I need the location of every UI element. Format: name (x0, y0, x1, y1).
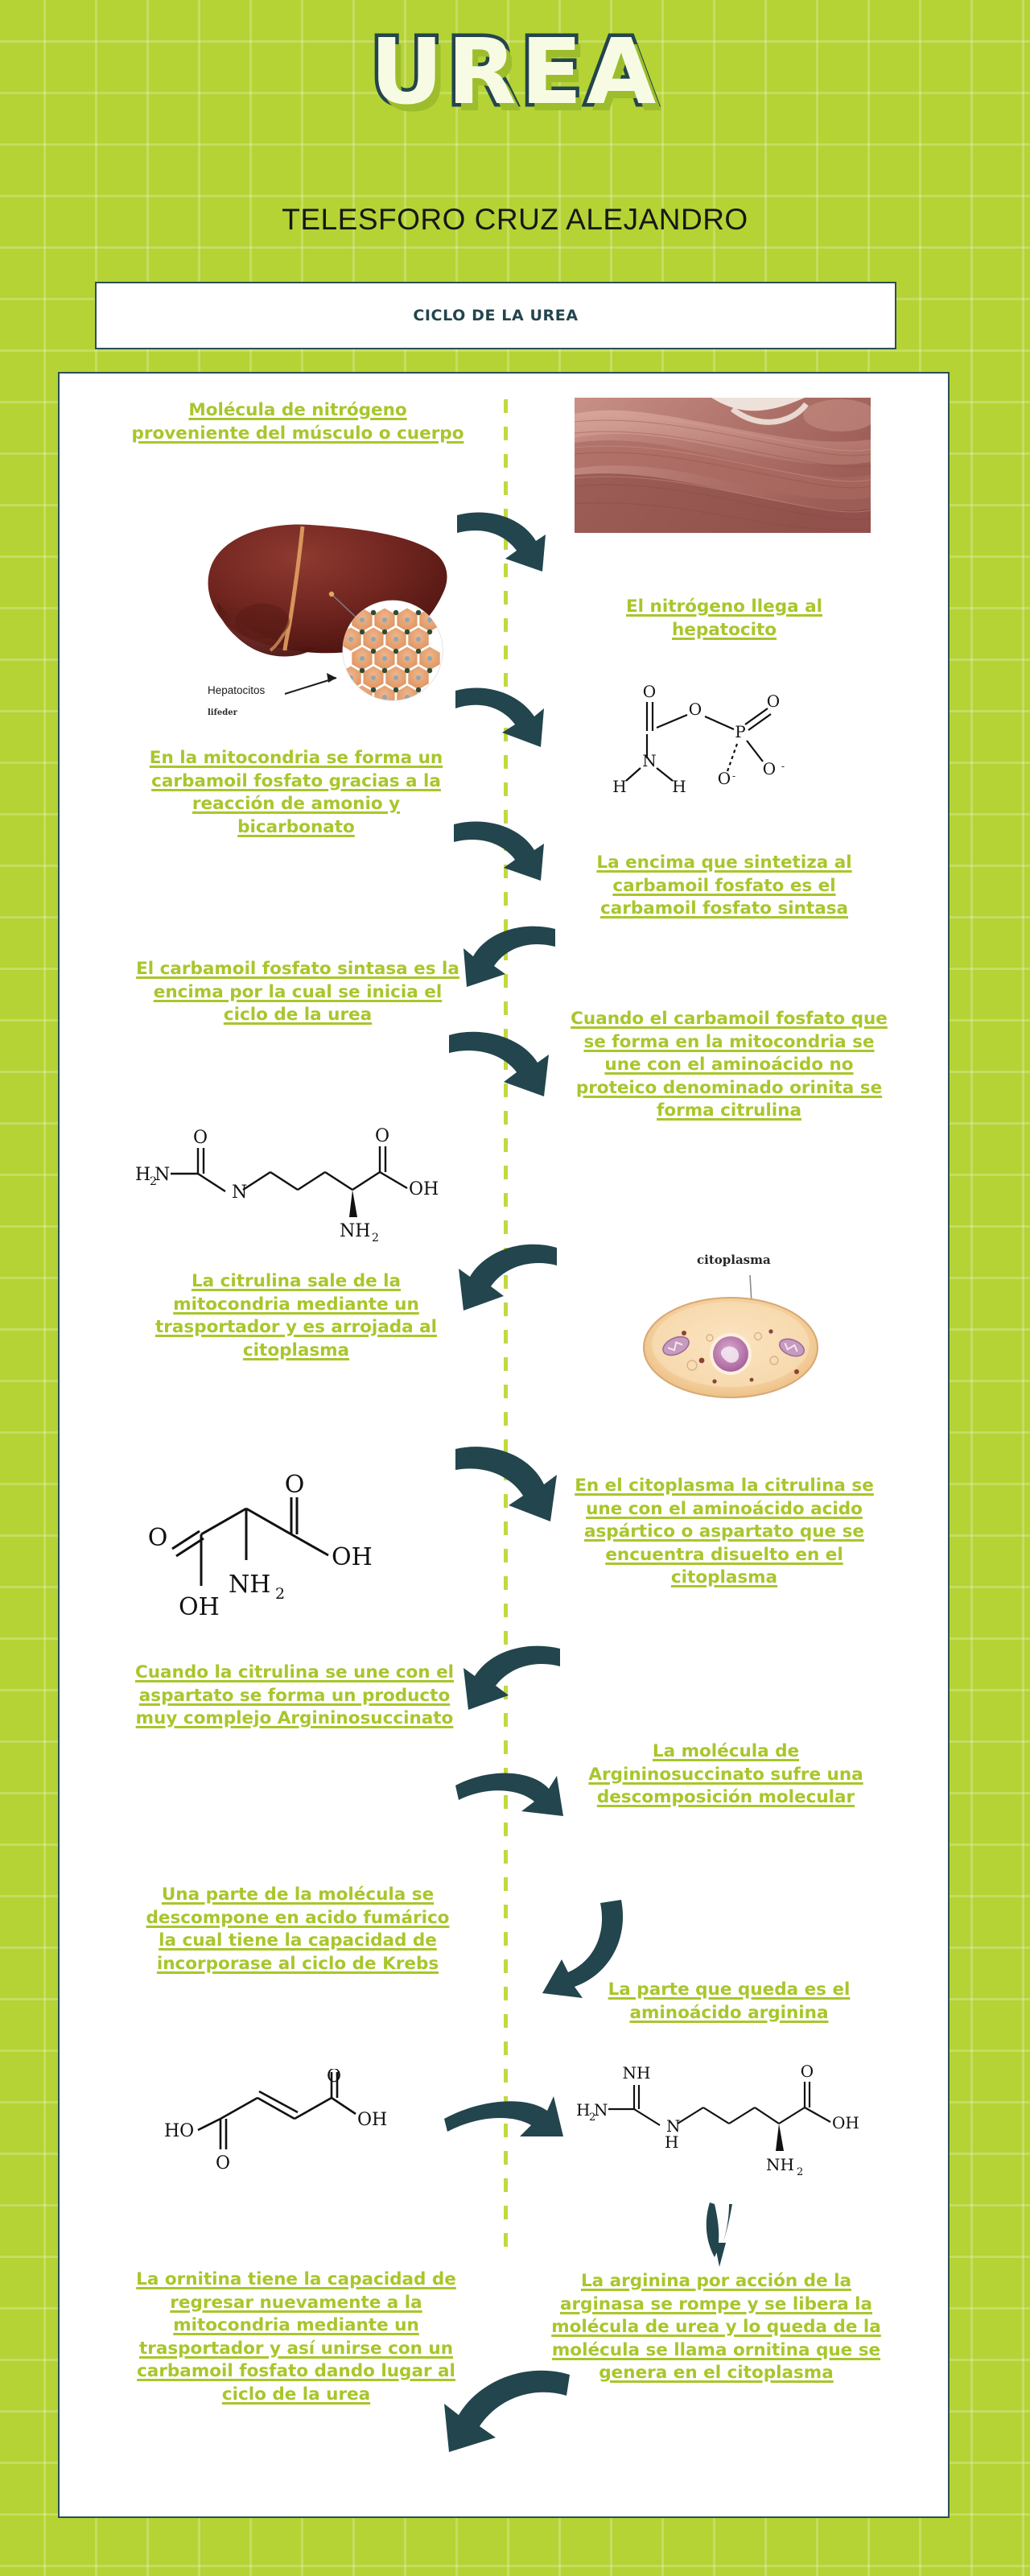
flow-arrow-5 (444, 1024, 562, 1103)
flow-arrow-7 (451, 1441, 570, 1528)
svg-text:O: O (375, 1126, 389, 1146)
svg-text:2: 2 (797, 2166, 803, 2178)
step-text-6: Cuando el carbamoil fosfato que se forma… (571, 1009, 888, 1121)
svg-text:H: H (612, 777, 626, 796)
step-text-5: El carbamoil fosfato sintasa es la encim… (136, 959, 459, 1026)
svg-text:OH: OH (832, 2113, 859, 2132)
center-dashed-divider (504, 399, 508, 2251)
flow-arrow-13 (435, 2360, 578, 2457)
step-text-8: En el citoplasma la citrulina se une con… (575, 1476, 874, 1588)
svg-text:O: O (767, 691, 780, 711)
page-title: UREA (366, 20, 661, 125)
step-text-4: La encima que sintetiza al carbamoil fos… (596, 852, 852, 919)
svg-text:N: N (594, 2100, 608, 2120)
section-title-box: CICLO DE LA UREA (95, 282, 896, 349)
step-text-9: Cuando la citrulina se une con el aspart… (134, 1662, 455, 1729)
step-text-3: En la mitocondria se forma un carbamoil … (149, 748, 443, 837)
svg-text:H: H (672, 777, 686, 796)
section-title-label: CICLO DE LA UREA (413, 307, 579, 324)
svg-text:O: O (718, 769, 731, 788)
svg-text:2: 2 (275, 1585, 285, 1603)
step-text-11: Una parte de la molécula se descompone e… (146, 1885, 450, 1974)
svg-text:O: O (327, 2069, 341, 2087)
svg-text:P: P (735, 722, 745, 741)
aspartate-structure: O O OH OH NH 2 (113, 1473, 467, 1658)
flow-arrow-1 (452, 506, 562, 583)
flow-arrow-10 (504, 1892, 629, 2004)
citrulline-structure: O O H N OH NH 2 2 N (121, 1121, 467, 1265)
step-text-14: La arginina por acción de la arginasa se… (551, 2271, 881, 2384)
svg-text:O: O (193, 1128, 208, 1148)
svg-text:O: O (689, 700, 702, 719)
liver-hepatocytes-diagram: Hepatocitos lifeder (190, 501, 457, 726)
svg-text:2: 2 (372, 1232, 379, 1245)
fumarate-structure: O O HO OH (145, 2069, 410, 2182)
hepatocitos-label: Hepatocitos (208, 684, 266, 696)
svg-text:N: N (642, 751, 657, 770)
svg-text:O: O (801, 2062, 814, 2081)
citoplasma-label: citoplasma (697, 1253, 771, 1267)
svg-text:H: H (665, 2132, 678, 2152)
step-text-12: La parte que queda es el aminoácido argi… (608, 1979, 851, 2023)
svg-text:N: N (154, 1165, 170, 1185)
flow-arrow-4 (447, 919, 562, 993)
flow-arrow-3 (449, 813, 558, 886)
svg-text:HO: HO (164, 2121, 194, 2141)
svg-text:OH: OH (409, 1179, 439, 1199)
step-text-10: La molécula de Argininosuccinato sufre u… (588, 1741, 863, 1808)
svg-text:NH: NH (340, 1221, 370, 1241)
flow-arrow-9 (451, 1761, 570, 1827)
svg-text:O: O (643, 682, 656, 701)
carbamoyl-phosphate-structure: O O P O O O N H H - - (576, 675, 853, 802)
step-text-2: El nitrógeno llega al hepatocito (626, 597, 822, 640)
svg-text:NH: NH (229, 1571, 270, 1599)
flow-arrow-2 (451, 683, 563, 760)
step-text-7: La citrulina sale de la mitocondria medi… (155, 1271, 437, 1360)
svg-text:O: O (148, 1524, 168, 1552)
svg-text:2: 2 (589, 2112, 595, 2124)
svg-text:NH: NH (766, 2155, 794, 2174)
muscle-tissue-photo (575, 398, 871, 533)
arginine-structure: NH O H N N H OH NH 2 2 (563, 2051, 885, 2196)
step-text-13: La ornitina tiene la capacidad de regres… (136, 2269, 456, 2405)
svg-text:O: O (763, 759, 776, 778)
step-text-1: Molécula de nitrógeno proveniente del mú… (131, 400, 464, 444)
svg-text:O: O (216, 2153, 230, 2174)
svg-text:-: - (781, 761, 785, 772)
lifeder-watermark: lifeder (208, 708, 237, 717)
svg-text:OH: OH (332, 1543, 373, 1571)
flow-arrow-12 (694, 2199, 750, 2270)
svg-text:O: O (285, 1473, 305, 1499)
cell-cytoplasm-diagram: citoplasma (631, 1253, 832, 1406)
svg-text:NH: NH (623, 2063, 651, 2083)
svg-text:OH: OH (179, 1593, 220, 1621)
svg-text:OH: OH (357, 2110, 387, 2130)
svg-text:H: H (135, 1165, 150, 1185)
svg-text:N: N (232, 1183, 247, 1203)
flow-arrow-11 (439, 2083, 570, 2151)
svg-text:H: H (576, 2100, 590, 2120)
svg-text:-: - (732, 770, 735, 782)
flow-arrow-6 (444, 1238, 563, 1315)
svg-text:2: 2 (150, 1175, 157, 1188)
flow-arrow-8 (447, 1639, 566, 1716)
svg-text:N: N (666, 2116, 681, 2136)
author-name: TELESFORO CRUZ ALEJANDRO (282, 203, 748, 236)
hero-header: UREA TELESFORO CRUZ ALEJANDRO (0, 0, 1030, 274)
